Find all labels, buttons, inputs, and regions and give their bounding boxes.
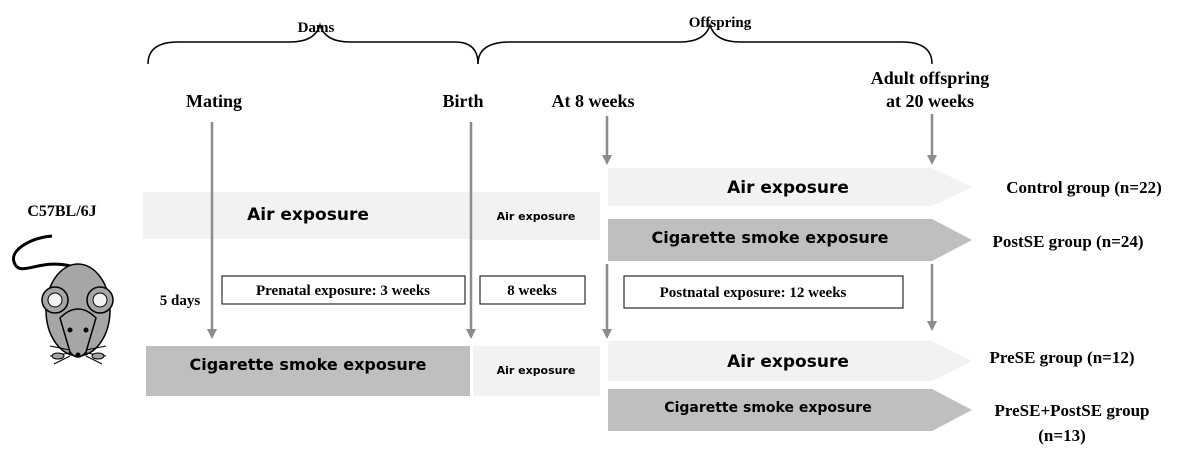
- post-prese-postse-arrow: [608, 389, 972, 431]
- prese-postse-group-n-label: (n=13): [1038, 426, 1085, 445]
- prenatal-air-label: Air exposure: [247, 205, 369, 225]
- eight-weeks-label: 8 weeks: [507, 283, 557, 299]
- prenatal-smoke-band: [146, 346, 470, 396]
- post-prese-label: Air exposure: [727, 352, 849, 372]
- post-prese-arrow: [608, 341, 972, 381]
- post-control-arrow: [608, 168, 972, 206]
- offspring-label: Offspring: [689, 15, 752, 31]
- mouse-icon: [12, 234, 114, 365]
- five-days-label: 5 days: [160, 293, 201, 309]
- prese-postse-group-label: PreSE+PostSE group: [994, 401, 1149, 420]
- postnatal-duration-box: [623, 275, 904, 309]
- mating-label: Mating: [186, 91, 242, 111]
- adult-offspring-label: Adult offspring: [871, 68, 990, 88]
- control-group-label: Control group (n=22): [1006, 178, 1161, 197]
- offspring-brace: [477, 22, 933, 65]
- weaning-air-label-bottom: Air exposure: [497, 364, 576, 377]
- prenatal-duration-label: Prenatal exposure: 3 weeks: [256, 283, 430, 299]
- dams-brace: [147, 22, 479, 65]
- postnatal-duration-label: Postnatal exposure: 12 weeks: [660, 285, 847, 301]
- prenatal-smoke-label: Cigarette smoke exposure: [189, 355, 426, 374]
- birth-label: Birth: [442, 91, 483, 111]
- weaning-air-label-top: Air exposure: [497, 210, 576, 223]
- weaning-air-band-top: [473, 192, 600, 240]
- at-8-weeks-label: At 8 weeks: [552, 91, 635, 111]
- post-prese-postse-label: Cigarette smoke exposure: [664, 400, 871, 416]
- dams-label: Dams: [298, 20, 335, 36]
- post-control-label: Air exposure: [727, 178, 849, 198]
- prenatal-air-band: [143, 192, 473, 239]
- weaning-air-band-bottom: [473, 346, 600, 396]
- eight-weeks-box: [479, 275, 586, 305]
- post-postse-label: Cigarette smoke exposure: [651, 228, 888, 247]
- strain-label: C57BL/6J: [27, 203, 96, 220]
- postse-group-label: PostSE group (n=24): [992, 232, 1143, 251]
- prenatal-duration-box: [221, 275, 466, 305]
- prese-group-label: PreSE group (n=12): [989, 348, 1134, 367]
- at-20-weeks-label: at 20 weeks: [886, 91, 974, 111]
- post-postse-arrow: [608, 219, 972, 261]
